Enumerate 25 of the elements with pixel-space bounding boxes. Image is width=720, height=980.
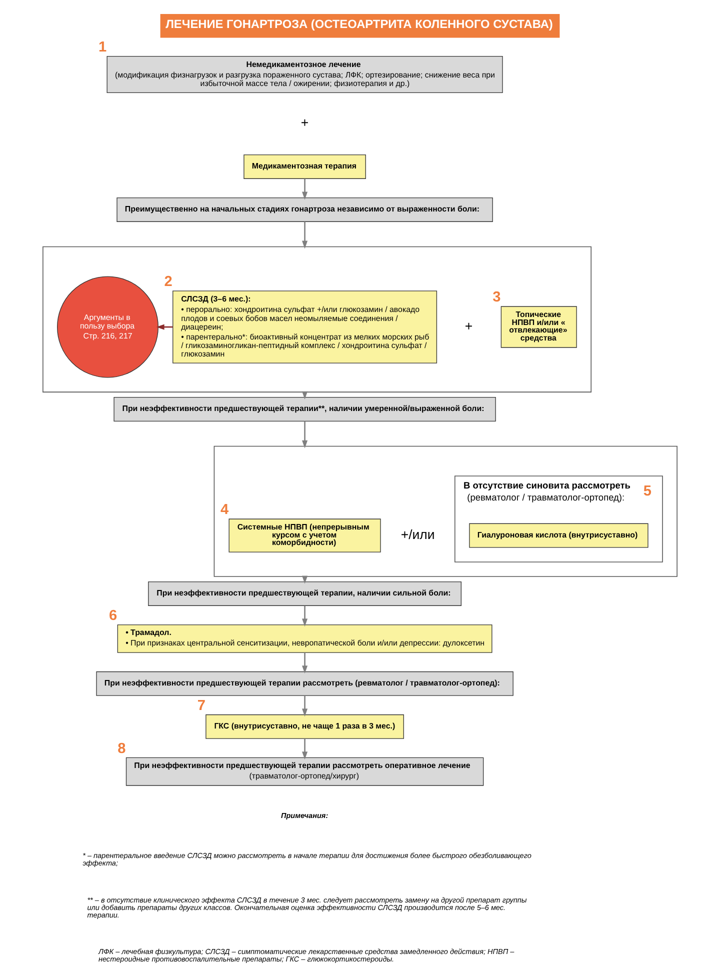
arrow <box>302 421 308 448</box>
arrow <box>302 222 308 249</box>
arrow <box>302 178 308 200</box>
node-label: 1 <box>98 39 107 56</box>
node-label: 8 <box>118 740 126 757</box>
arrow <box>302 652 308 674</box>
label: + <box>464 318 473 334</box>
node-label: 4 <box>220 502 229 518</box>
label: ** – в отсутствие клинического эффекта СЛСЗД в течение 3 мес. следует рассмотреть замену на другой препарат группы или добавить препараты других классов. Окончательная оценка эффективности СЛСЗД производится после 5–6 мес. терапии. <box>87 896 527 920</box>
label: + <box>300 115 309 130</box>
node-label: 5 <box>643 484 652 500</box>
label: +/или <box>400 526 435 542</box>
node-label: 6 <box>109 608 118 624</box>
diagram-title: ЛЕЧЕНИЕ ГОНАРТРОЗА (ОСТЕОАРТРИТА КОЛЕННОГО СУСТАВА) <box>166 17 553 32</box>
node-label: 7 <box>197 698 206 714</box>
node-label: 3 <box>492 290 501 306</box>
arrow <box>302 696 308 717</box>
arrow <box>302 738 308 760</box>
label: * – парентеральное введение СЛСЗД можно рассмотреть в начале терапии для достижения более быстрого обезболивающего эффекта; <box>82 851 532 868</box>
label: Примечания: <box>280 810 328 820</box>
label: ЛФК – лечебная физкультура; СЛСЗД – симптоматические лекарственные средства замедленного действия; НПВП – нестероидные противовоспалительные препараты; ГКС – глюкокортикостероиды. <box>98 946 514 964</box>
cluster <box>42 246 592 392</box>
cluster <box>214 446 678 577</box>
node-label: 2 <box>164 274 172 290</box>
arrow <box>302 606 308 627</box>
